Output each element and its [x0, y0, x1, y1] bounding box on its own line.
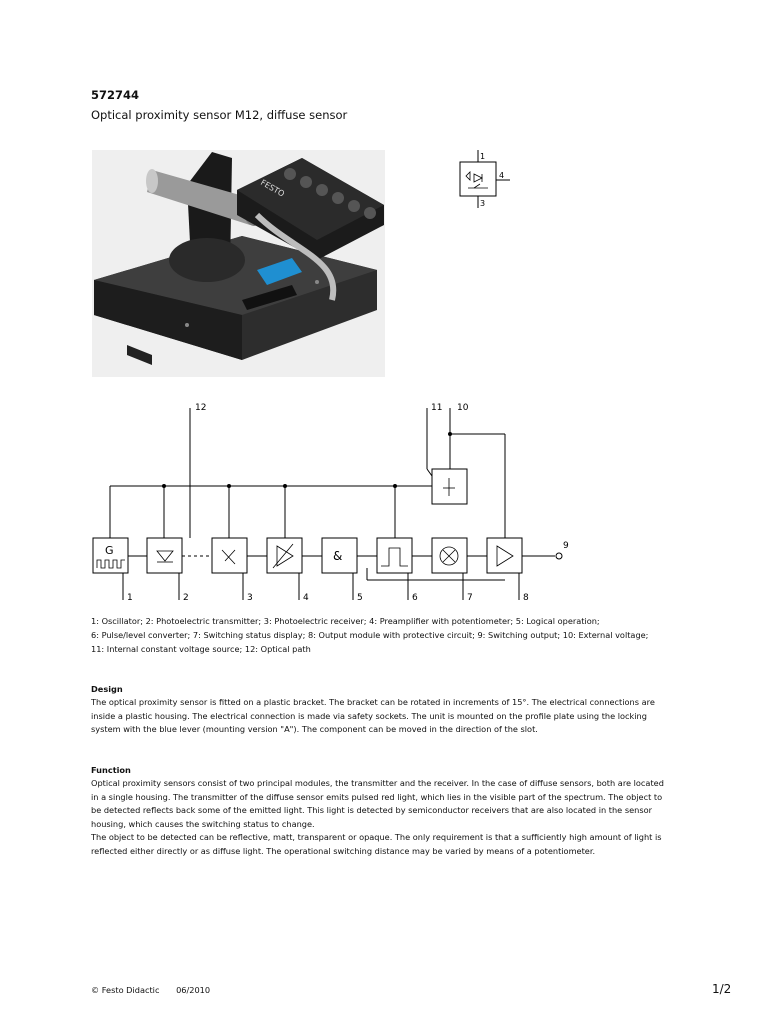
- preamplifier-block: [267, 538, 302, 573]
- label-10: 10: [457, 403, 469, 413]
- voltage-source-block: [432, 469, 467, 504]
- legend-line-1: 1: Oscillator; 2: Photoelectric transmit…: [91, 615, 711, 629]
- label-9: 9: [563, 541, 569, 551]
- symbol-pin-4: 4: [499, 171, 504, 180]
- label-5: 5: [357, 593, 363, 603]
- transmitter-block: [147, 538, 182, 573]
- label-1: 1: [127, 593, 133, 603]
- label-6: 6: [412, 593, 418, 603]
- oscillator-symbol: G: [105, 544, 114, 557]
- symbol-pin-3: 3: [480, 199, 485, 208]
- symbol-pin-1: 1: [480, 152, 485, 161]
- copyright: © Festo Didactic: [91, 985, 159, 995]
- design-heading: Design: [91, 684, 123, 694]
- document-title: Optical proximity sensor M12, diffuse se…: [91, 108, 347, 122]
- label-4: 4: [303, 593, 309, 603]
- page-number: 1/2: [712, 982, 731, 996]
- label-8: 8: [523, 593, 529, 603]
- output-module-block: [487, 538, 522, 573]
- label-2: 2: [183, 593, 189, 603]
- pulse-converter-block: [377, 538, 412, 573]
- label-12: 12: [195, 403, 206, 413]
- footer: © Festo Didactic 06/2010: [91, 985, 224, 995]
- legend-line-3: 11: Internal constant voltage source; 12…: [91, 643, 711, 657]
- label-3: 3: [247, 593, 253, 603]
- logic-symbol: &: [333, 549, 342, 563]
- function-text-2: The object to be detected can be reflect…: [91, 831, 669, 858]
- legend-line-2: 6: Pulse/level converter; 7: Switching s…: [91, 629, 711, 643]
- function-text-1: Optical proximity sensors consist of two…: [91, 777, 669, 831]
- product-photo: FESTO: [92, 150, 385, 377]
- function-heading: Function: [91, 765, 131, 775]
- footer-date: 06/2010: [176, 985, 210, 995]
- part-number: 572744: [91, 88, 139, 102]
- block-diagram: G & 1 2 3 4 5 6 7 8 9 10 11 12: [85, 396, 585, 608]
- design-text: The optical proximity sensor is fitted o…: [91, 696, 669, 737]
- label-11: 11: [431, 403, 442, 413]
- label-7: 7: [467, 593, 473, 603]
- circuit-symbol: 1 4 3: [450, 148, 520, 212]
